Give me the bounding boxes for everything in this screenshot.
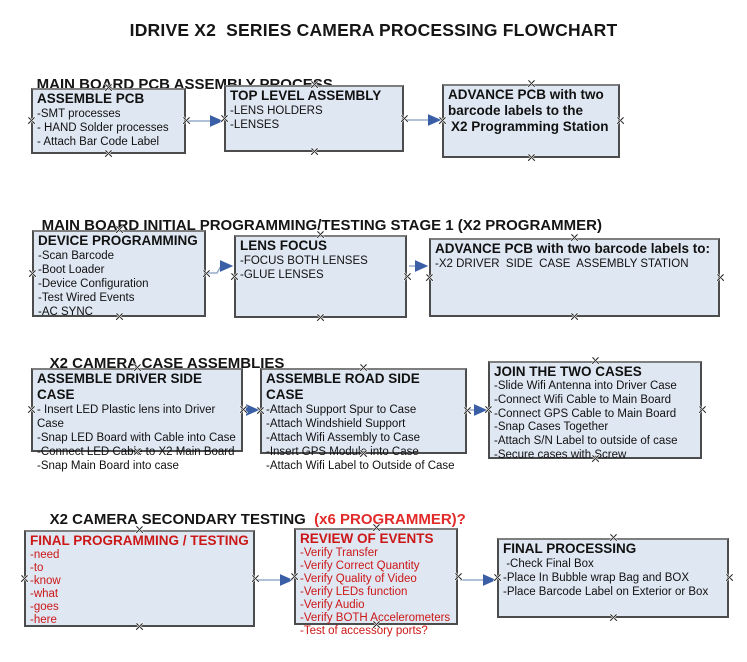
- flowchart-box-advance-pcb-programming-station[interactable]: ADVANCE PCB with two barcode labels to t…: [442, 84, 620, 158]
- box-line: -Slide Wifi Antenna into Driver Case: [494, 380, 677, 392]
- flowchart-box-final-processing[interactable]: FINAL PROCESSING -Check Final Box -Place…: [497, 538, 729, 618]
- box-line: -Verify BOTH Accelerometers: [300, 612, 451, 624]
- box-line: -Attach Wifi Label to Outside of Case: [266, 460, 455, 472]
- section-heading-secondary-testing: X2 CAMERA SECONDARY TESTING (x6 PROGRAMM…: [33, 494, 466, 545]
- box-line: -Boot Loader: [38, 264, 105, 276]
- box-title: FINAL PROCESSING: [503, 541, 637, 556]
- section-heading-text: X2 CAMERA SECONDARY TESTING: [49, 511, 315, 528]
- box-line: -Attach Windshield Support: [266, 418, 406, 430]
- section-heading-text: MAIN BOARD INITIAL PROGRAMMING/TESTING S…: [41, 217, 602, 234]
- section-heading-red-text: (x6 PROGRAMMER)?: [314, 511, 466, 528]
- box-line: -know: [30, 575, 61, 587]
- box-line: -Connect Wifi Cable to Main Board: [494, 393, 672, 406]
- box-line: -Attach S/N Label to outside of case: [494, 435, 678, 448]
- box-line: -Verify Correct Quantity: [300, 560, 420, 572]
- flowchart-box-assemble-pcb[interactable]: ASSEMBLE PCB -SMT processes - HAND Solde…: [31, 88, 186, 154]
- box-line: -FOCUS BOTH LENSES: [240, 255, 368, 267]
- box-line: - HAND Solder processes: [37, 122, 169, 134]
- box-line: -X2 DRIVER SIDE CASE ASSEMBLY STATION: [435, 258, 689, 270]
- box-line: -Test of accessory ports?: [300, 625, 428, 637]
- box-title: ADVANCE PCB with two barcode labels to:: [435, 241, 711, 256]
- box-line: -Place In Bubble wrap Bag and BOX: [503, 572, 690, 584]
- box-title: REVIEW OF EVENTS: [300, 531, 434, 546]
- box-line: -here: [30, 614, 57, 626]
- box-line: -Verify Transfer: [300, 547, 378, 559]
- box-line: -Scan Barcode: [38, 250, 115, 262]
- flowchart-box-final-programming-testing[interactable]: FINAL PROGRAMMING / TESTING -need -to -k…: [24, 530, 255, 627]
- box-title: ASSEMBLE ROAD SIDE CASE: [266, 371, 424, 402]
- flowchart-box-review-of-events[interactable]: REVIEW OF EVENTS -Verify Transfer -Verif…: [294, 528, 458, 637]
- box-line: -Attach Wifi Assembly to Case: [266, 432, 421, 444]
- box-title: LENS FOCUS: [240, 238, 328, 253]
- box-line: -SMT processes: [37, 108, 121, 120]
- flow-arrow-icon: [208, 260, 234, 274]
- box-line: -Snap LED Board with Cable into Case: [37, 432, 236, 444]
- box-line: -Test Wired Events: [38, 292, 135, 304]
- box-line: -Place Barcode Label on Exterior or Box: [503, 586, 709, 598]
- box-line: -Device Configuration: [38, 278, 149, 290]
- flowchart-box-assemble-road-side-case[interactable]: ASSEMBLE ROAD SIDE CASE -Attach Support …: [260, 368, 467, 472]
- box-line: -goes: [30, 601, 59, 613]
- box-line: -what: [30, 588, 59, 600]
- flowchart-box-top-level-assembly[interactable]: TOP LEVEL ASSEMBLY -LENS HOLDERS -LENSES: [224, 85, 404, 152]
- box-line: -Snap Main Board into case: [37, 460, 179, 472]
- box-line: -LENSES: [230, 119, 280, 131]
- box-title: ASSEMBLE DRIVER SIDE CASE: [37, 371, 206, 402]
- box-line: - Insert LED Plastic lens into Driver Ca…: [37, 404, 219, 430]
- box-line: -Verify Quality of Video: [300, 573, 417, 585]
- box-line: -LENS HOLDERS: [230, 105, 323, 117]
- box-line: -Connect LED Cable to X2 Main Board: [37, 446, 235, 458]
- box-line: X2 Programming Station: [451, 119, 609, 134]
- box-line: -AC SYNC: [38, 306, 93, 318]
- box-line: - Attach Bar Code Label: [37, 136, 160, 148]
- box-line: -Check Final Box: [503, 558, 594, 570]
- flowchart-box-join-the-two-cases[interactable]: JOIN THE TWO CASES -Slide Wifi Antenna i…: [488, 361, 702, 461]
- flowchart-box-device-programming[interactable]: DEVICE PROGRAMMING -Scan Barcode -Boot L…: [32, 230, 206, 318]
- box-title: ADVANCE PCB with two barcode labels to t…: [448, 87, 608, 118]
- box-title: JOIN THE TWO CASES: [494, 364, 642, 379]
- box-line: -Secure cases with Screw: [494, 448, 627, 461]
- box-line: -Insert GPS Module into Case: [266, 446, 419, 458]
- box-title: FINAL PROGRAMMING / TESTING: [30, 533, 249, 548]
- box-title: ASSEMBLE PCB: [37, 91, 145, 106]
- box-line: -Verify Audio: [300, 599, 365, 611]
- page-title: IDRIVE X2 SERIES CAMERA PROCESSING FLOWC…: [129, 20, 618, 40]
- flowchart-box-lens-focus[interactable]: LENS FOCUS -FOCUS BOTH LENSES -GLUE LENS…: [234, 235, 407, 318]
- box-line: -need: [30, 549, 60, 561]
- section-heading-text: X2 CAMERA CASE ASSEMBLIES: [49, 355, 285, 372]
- box-line: -Snap Cases Together: [494, 421, 609, 434]
- box-title: DEVICE PROGRAMMING: [38, 233, 198, 248]
- flowchart-box-assemble-driver-side-case[interactable]: ASSEMBLE DRIVER SIDE CASE - Insert LED P…: [31, 368, 243, 472]
- box-line: -GLUE LENSES: [240, 269, 324, 281]
- section-heading-initial-programming: MAIN BOARD INITIAL PROGRAMMING/TESTING S…: [25, 200, 602, 251]
- flowchart-box-advance-pcb-driver-side[interactable]: ADVANCE PCB with two barcode labels to: …: [429, 238, 720, 317]
- box-line: -to: [30, 562, 44, 574]
- box-title: TOP LEVEL ASSEMBLY: [230, 88, 382, 103]
- box-line: -Verify LEDs function: [300, 586, 408, 598]
- box-line: -Connect GPS Cable to Main Board: [494, 407, 677, 420]
- box-line: -Attach Support Spur to Case: [266, 404, 417, 416]
- section-heading-case-assemblies: X2 CAMERA CASE ASSEMBLIES: [33, 338, 285, 389]
